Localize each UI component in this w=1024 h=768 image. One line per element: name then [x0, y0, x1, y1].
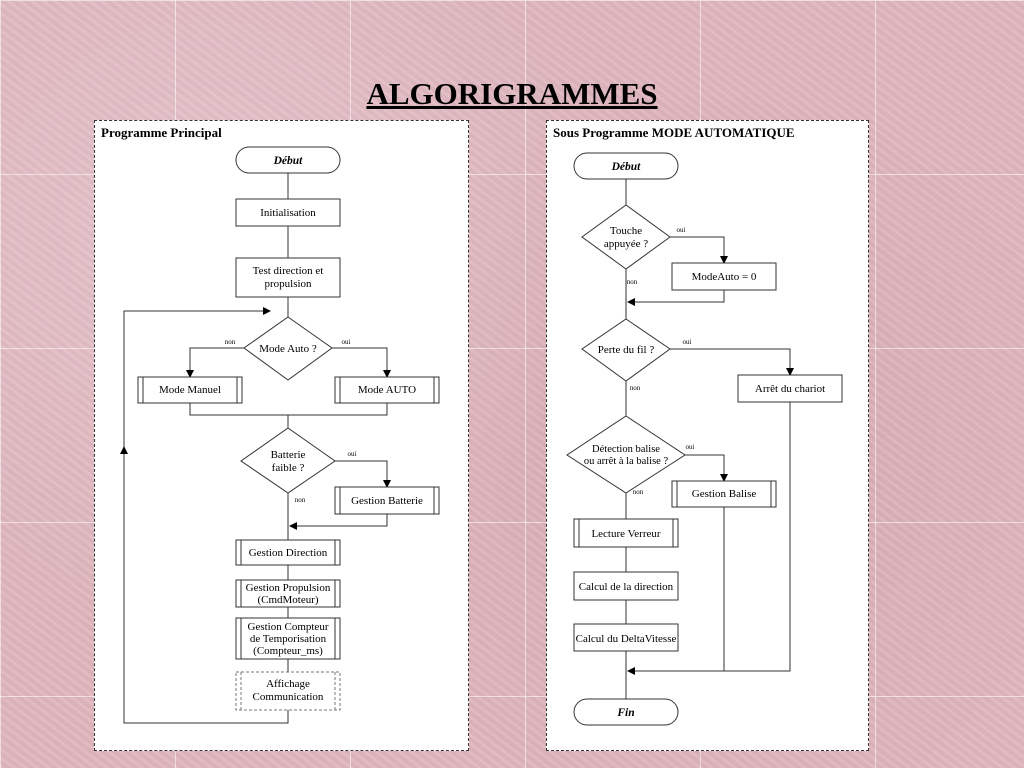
mode-auto-decision: Mode Auto ? non oui [225, 316, 351, 381]
batterie-decision-label-2: faible ? [272, 462, 305, 474]
auto-start-terminal: Début [573, 152, 679, 180]
mode-auto-zero-label: ModeAuto = 0 [692, 271, 757, 283]
auto-mode-heading: Sous Programme MODE AUTOMATIQUE [553, 125, 795, 140]
touche-non-label: non [627, 278, 638, 286]
page-title: ALGORIGRAMMES [366, 76, 658, 111]
touche-decision: Touche appuyée ? oui non [581, 204, 686, 286]
detection-balise-label-2: ou arrêt à la balise ? [584, 456, 669, 467]
affichage-label: Affichage [266, 678, 310, 690]
gestion-direction-box: Gestion Direction [235, 539, 341, 566]
batterie-oui-label: oui [348, 450, 357, 458]
lecture-verreur-label: Lecture Verreur [591, 528, 660, 540]
mode-manuel-box: Mode Manuel [137, 376, 243, 404]
calcul-delta-label: Calcul du DeltaVitesse [576, 633, 677, 645]
auto-end-label: Fin [616, 707, 634, 719]
auto-connectors [625, 179, 794, 699]
main-connectors [120, 173, 391, 724]
batterie-decision: Batterie faible ? oui non [240, 427, 357, 504]
calcul-direction-box: Calcul de la direction [573, 571, 679, 601]
main-flowchart: Début Initialisation Test direction et p… [120, 146, 440, 724]
arret-chariot-box: Arrêt du chariot [737, 374, 843, 403]
mode-decision-oui-label: oui [342, 338, 351, 346]
initialisation-box: Initialisation [235, 198, 341, 227]
auto-mode-panel: Sous Programme MODE AUTOMATIQUE D [546, 120, 869, 751]
gestion-balise-box: Gestion Balise [671, 480, 777, 508]
initialisation-label: Initialisation [260, 207, 316, 219]
mode-auto-box: Mode AUTO [334, 376, 440, 404]
detection-balise-decision: Détection balise ou arrêt à la balise ? … [566, 415, 695, 496]
affichage-communication-box: Affichage Communication [235, 671, 341, 711]
mode-decision-non-label: non [225, 338, 236, 346]
main-start-terminal: Début [235, 146, 341, 174]
perte-non-label: non [630, 384, 641, 392]
main-program-heading: Programme Principal [101, 125, 222, 140]
auto-flowchart: Début Touche appuyée ? oui non ModeAuto … [566, 152, 843, 726]
test-direction-label: Test direction et [253, 265, 324, 277]
mode-auto-label: Mode AUTO [358, 384, 416, 396]
calcul-delta-box: Calcul du DeltaVitesse [573, 623, 679, 652]
gestion-propulsion-label-2: (CmdMoteur) [257, 594, 318, 606]
auto-end-terminal: Fin [573, 698, 679, 726]
perte-fil-label: Perte du fil ? [598, 344, 655, 356]
batterie-non-label: non [295, 496, 306, 504]
affichage-label-2: Communication [253, 691, 324, 703]
batterie-decision-label: Batterie [271, 449, 306, 461]
perte-fil-decision: Perte du fil ? oui non [581, 318, 692, 392]
gestion-propulsion-label: Gestion Propulsion [246, 582, 331, 594]
perte-oui-label: oui [683, 338, 692, 346]
arret-chariot-label: Arrêt du chariot [755, 383, 825, 395]
gestion-compteur-box: Gestion Compteur de Temporisation (Compt… [235, 617, 341, 660]
gestion-compteur-label: Gestion Compteur [248, 621, 329, 633]
gestion-compteur-label-2: de Temporisation [250, 633, 327, 645]
main-program-panel: Programme Principal [94, 120, 469, 751]
gestion-propulsion-box: Gestion Propulsion (CmdMoteur) [235, 579, 341, 608]
mode-auto-zero-box: ModeAuto = 0 [671, 262, 777, 291]
touche-decision-label-2: appuyée ? [604, 238, 648, 250]
touche-decision-label: Touche [610, 225, 642, 237]
calcul-direction-label: Calcul de la direction [579, 581, 674, 593]
detection-balise-label: Détection balise [592, 444, 660, 455]
main-start-label: Début [273, 155, 304, 167]
test-direction-box: Test direction et propulsion [235, 257, 341, 298]
test-direction-label-2: propulsion [264, 278, 312, 290]
gestion-balise-label: Gestion Balise [692, 488, 757, 500]
mode-auto-decision-label: Mode Auto ? [259, 343, 317, 355]
gestion-batterie-label: Gestion Batterie [351, 495, 423, 507]
detection-oui-label: oui [686, 443, 695, 451]
gestion-compteur-label-3: (Compteur_ms) [253, 645, 323, 657]
auto-start-label: Début [611, 161, 642, 173]
gestion-batterie-box: Gestion Batterie [334, 486, 440, 515]
detection-non-label: non [633, 488, 644, 496]
gestion-direction-label: Gestion Direction [249, 547, 328, 559]
lecture-verreur-box: Lecture Verreur [573, 518, 679, 548]
mode-manuel-label: Mode Manuel [159, 384, 221, 396]
touche-oui-label: oui [677, 226, 686, 234]
